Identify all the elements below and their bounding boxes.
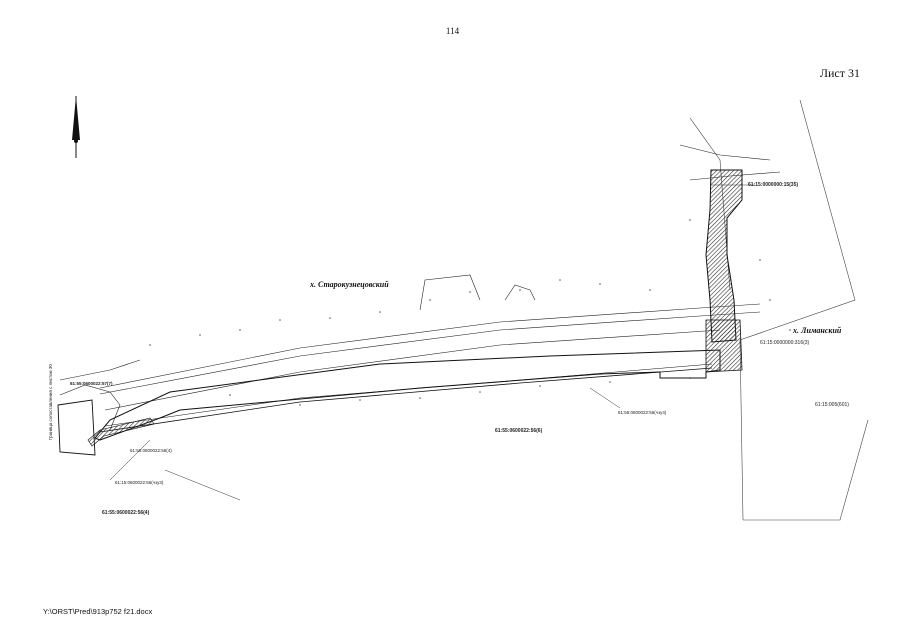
- north-arrow-icon: [72, 96, 80, 158]
- boundary-note-vertical: Граница сопоставления с листом 30: [48, 364, 53, 440]
- road-lines: [59, 144, 781, 431]
- right-hatched-object: [705, 169, 743, 373]
- parcel-label-left-mid: 61:55:0600022:56(4): [130, 448, 172, 453]
- corridor-strip: [94, 349, 721, 441]
- footer-file-path: Y:\ORST\Pred\913p752 f21.docx: [43, 607, 153, 616]
- parcel-label-left: 61:55:0600022:57(7): [70, 381, 113, 386]
- sheet-label: Лист 31: [819, 66, 860, 80]
- leader-lines: [109, 184, 755, 501]
- parcel-label-right-far: 61:15:005(601): [815, 402, 849, 408]
- parcel-label-center-leader: 61:55:0600022:56(чзу4): [618, 410, 667, 415]
- parcel-label-top-right: 61:15:0000000:15(35): [748, 182, 798, 188]
- parcel-label-center: 61:55:0600022:56(6): [495, 428, 543, 434]
- page-number: 114: [445, 26, 460, 36]
- parcel-label-left-bottom-leader: 61:15:0600022:56(чзу3): [115, 480, 164, 485]
- left-end-block: [57, 399, 155, 456]
- parcel-label-bottom-left: 61:55:0600022:56(4): [102, 510, 150, 516]
- parcel-label-right-mid: 61:15:0000000:316(3): [760, 340, 810, 346]
- settlement-starokuznetsovsky: х. Старокузнецовский: [309, 280, 389, 289]
- settlement-limansky: х. Лиманский: [792, 326, 842, 335]
